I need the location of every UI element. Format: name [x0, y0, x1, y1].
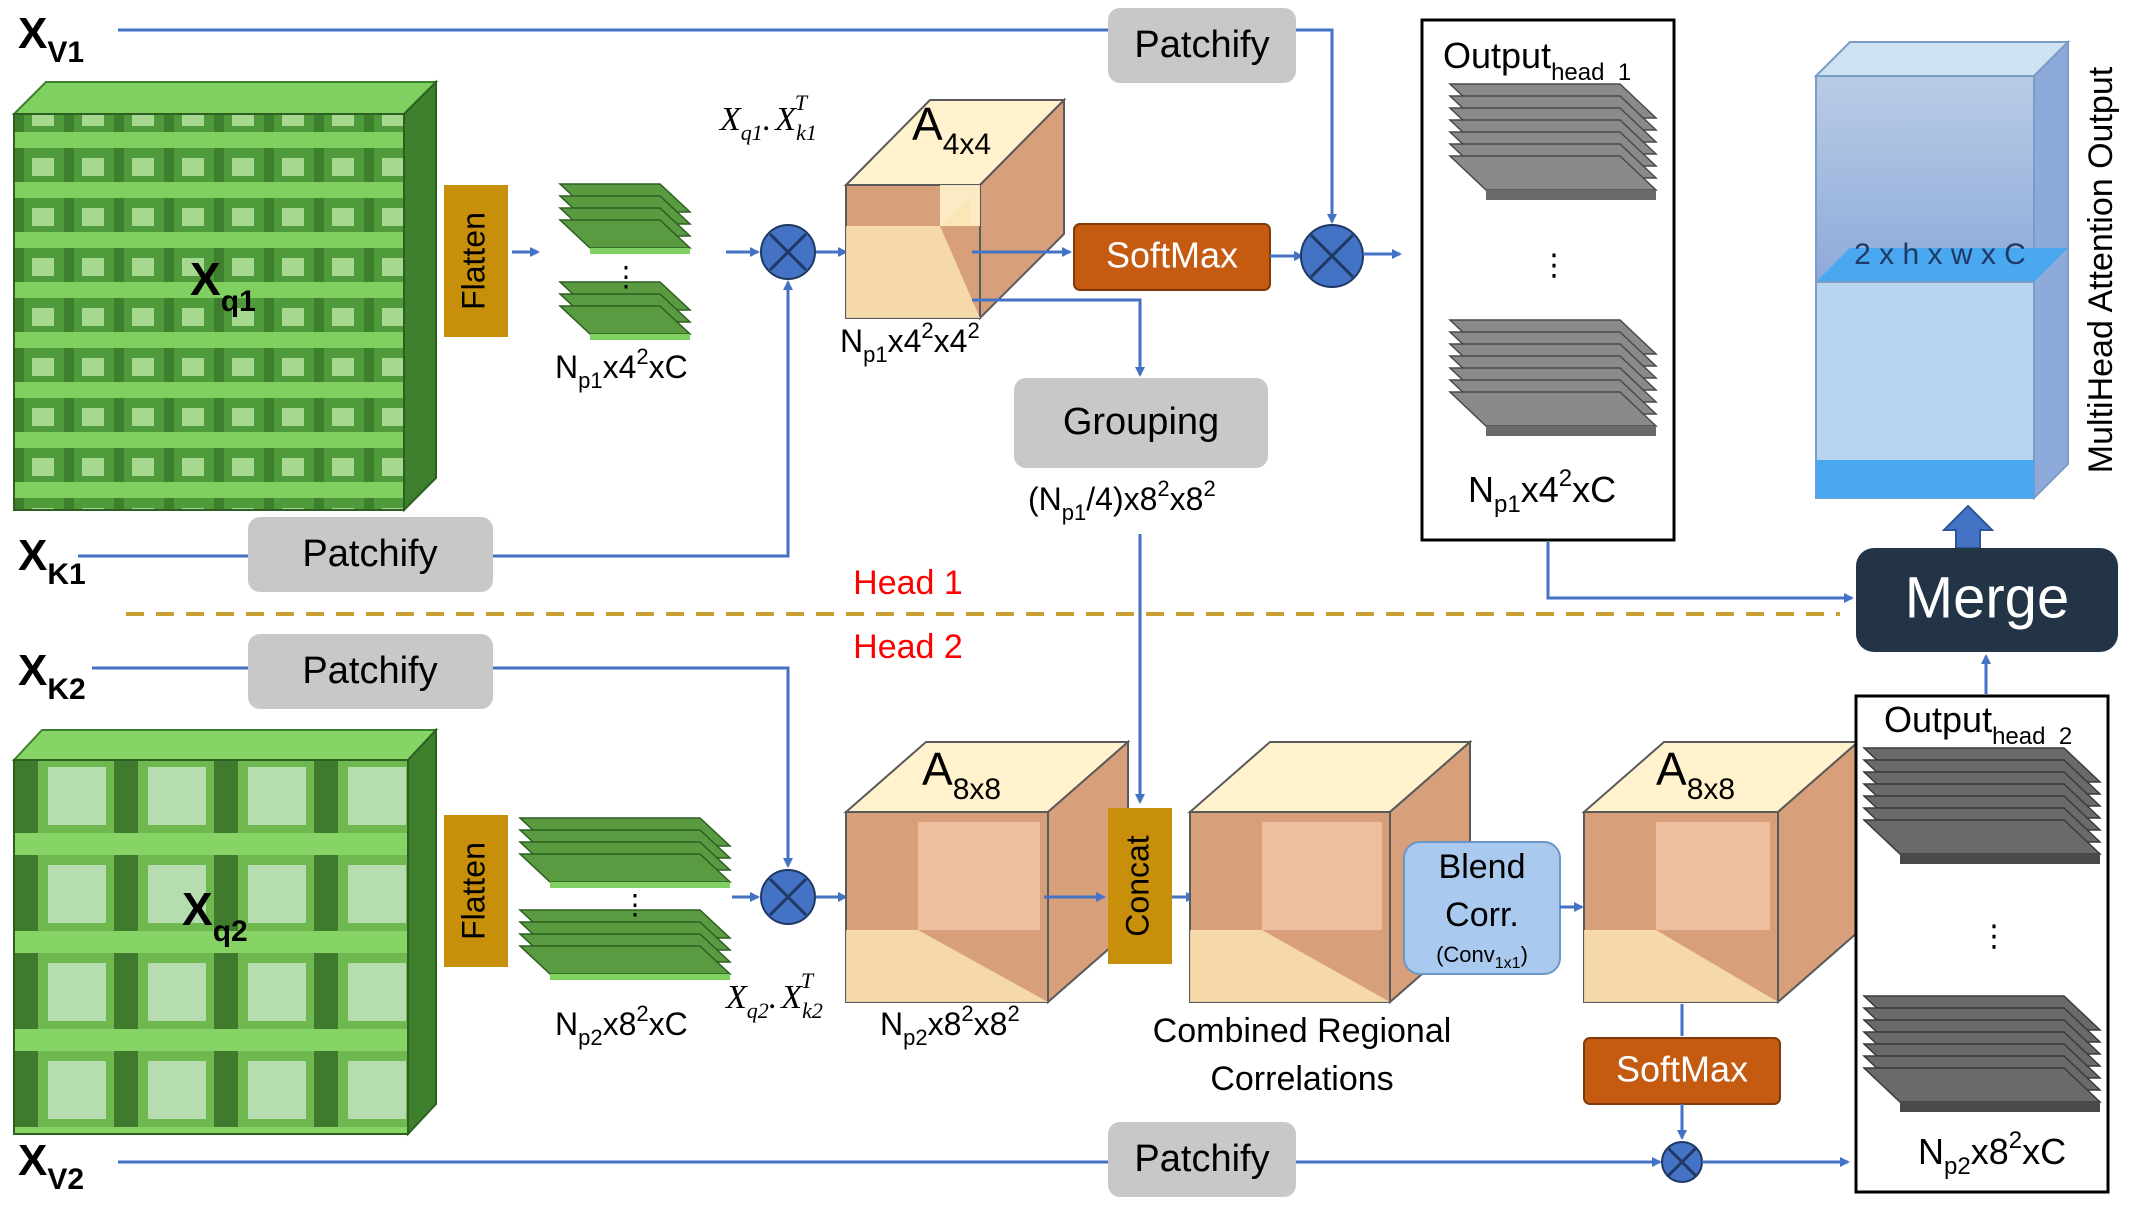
svg-text:XV1: XV1	[18, 9, 84, 69]
multihead-output-label: MultiHead Attention Output	[2082, 66, 2120, 473]
svg-text:Corr.: Corr.	[1445, 896, 1519, 934]
svg-text:XK2: XK2	[18, 646, 86, 706]
xk2-label: XK2	[18, 646, 86, 706]
grouping-block: Grouping	[1014, 378, 1268, 468]
patchify-block-v2: Patchify	[1108, 1122, 1296, 1197]
xv1-label: XV1	[18, 9, 84, 69]
head1-label: Head 1	[853, 564, 963, 602]
blend-corr-block: Blend Corr. (Conv1x1)	[1403, 841, 1561, 975]
dim-np1-44: Np1x42x42	[840, 318, 980, 367]
svg-text:Np2x82xC: Np2x82xC	[1918, 1127, 2066, 1180]
svg-text:Flatten: Flatten	[455, 212, 491, 310]
svg-text:Patchify: Patchify	[1134, 24, 1269, 66]
svg-text:Patchify: Patchify	[302, 533, 437, 575]
svg-text:Merge: Merge	[1905, 565, 2069, 630]
dim-np2-88: Np2x82x82	[880, 1001, 1020, 1050]
patchify-block-v1: Patchify	[1108, 8, 1296, 83]
svg-text:Blend: Blend	[1439, 848, 1526, 886]
qk2-formula: Xq2.Xk2T	[724, 968, 823, 1023]
concat-block: Concat	[1108, 808, 1172, 964]
softmax-block-2: SoftMax	[1583, 1037, 1781, 1105]
flattened-stack-1: ⋮	[558, 183, 692, 340]
output-head2-panel: Outputhead_2 ⋮ Np2x82xC	[1854, 694, 2110, 1194]
svg-text:⋮: ⋮	[621, 889, 649, 920]
multiply-op-3	[760, 869, 816, 925]
svg-text:A8x8: A8x8	[922, 743, 1001, 806]
multiply-op-4	[1661, 1141, 1703, 1183]
combined-label-line1: Combined Regional	[1153, 1012, 1452, 1050]
multiply-op-2	[1300, 224, 1364, 288]
multihead-output-block: 2 x h x w x C	[1813, 39, 2071, 501]
svg-text:Patchify: Patchify	[1134, 1138, 1269, 1180]
xq1-tensor: Xq1	[11, 79, 439, 513]
svg-text:Xq2: Xq2	[182, 883, 248, 948]
svg-text:Outputhead_2: Outputhead_2	[1884, 699, 2072, 750]
xk1-label: XK1	[18, 531, 86, 591]
merge-block: Merge	[1856, 548, 2118, 652]
attention-cube-a8x8-1: A8x8	[843, 739, 1131, 1005]
svg-text:Concat: Concat	[1119, 835, 1155, 937]
svg-text:A4x4: A4x4	[912, 98, 991, 161]
merge-up-arrow	[1941, 504, 1995, 549]
svg-text:XV2: XV2	[18, 1136, 84, 1196]
flatten-block-2: Flatten	[444, 815, 508, 967]
qk1-formula: Xq1.Xk1T	[718, 90, 817, 145]
softmax-block-1: SoftMax	[1073, 223, 1271, 291]
svg-text:⋮: ⋮	[612, 261, 640, 292]
multiply-op-1	[760, 224, 816, 280]
combined-label-line2: Correlations	[1210, 1060, 1393, 1098]
svg-text:2 x h x w x C: 2 x h x w x C	[1854, 238, 2026, 271]
patchify-block-k1: Patchify	[248, 517, 493, 592]
svg-text:XK1: XK1	[18, 531, 86, 591]
svg-text:Grouping: Grouping	[1063, 401, 1219, 443]
dim-np1-4c: Np1x42xC	[555, 344, 688, 393]
attention-cube-a8x8-2: A8x8	[1581, 739, 1861, 1005]
svg-text:Np1x42xC: Np1x42xC	[1468, 465, 1616, 518]
dim-np2-8c: Np2x82xC	[555, 1001, 688, 1050]
svg-text:SoftMax: SoftMax	[1616, 1049, 1748, 1090]
svg-text:⋮: ⋮	[1979, 920, 2009, 953]
svg-text:A8x8: A8x8	[1656, 743, 1735, 806]
svg-text:⋮: ⋮	[1539, 249, 1569, 282]
output-head1-panel: Outputhead_1 ⋮ Np1x42xC	[1420, 18, 1676, 542]
dim-grouping: (Np1/4)x82x82	[1028, 476, 1216, 525]
svg-text:Xq1: Xq1	[190, 253, 256, 318]
flattened-stack-2: ⋮	[518, 817, 732, 980]
svg-text:Outputhead_1: Outputhead_1	[1443, 35, 1631, 86]
patchify-block-k2: Patchify	[248, 634, 493, 709]
attention-cube-a4x4: A4x4	[843, 97, 1067, 321]
flatten-block-1: Flatten	[444, 185, 508, 337]
head2-label: Head 2	[853, 628, 963, 666]
svg-text:SoftMax: SoftMax	[1106, 235, 1238, 276]
svg-text:Flatten: Flatten	[455, 842, 491, 940]
xv2-label: XV2	[18, 1136, 84, 1196]
svg-text:Patchify: Patchify	[302, 650, 437, 692]
xq2-tensor: Xq2	[11, 727, 439, 1137]
